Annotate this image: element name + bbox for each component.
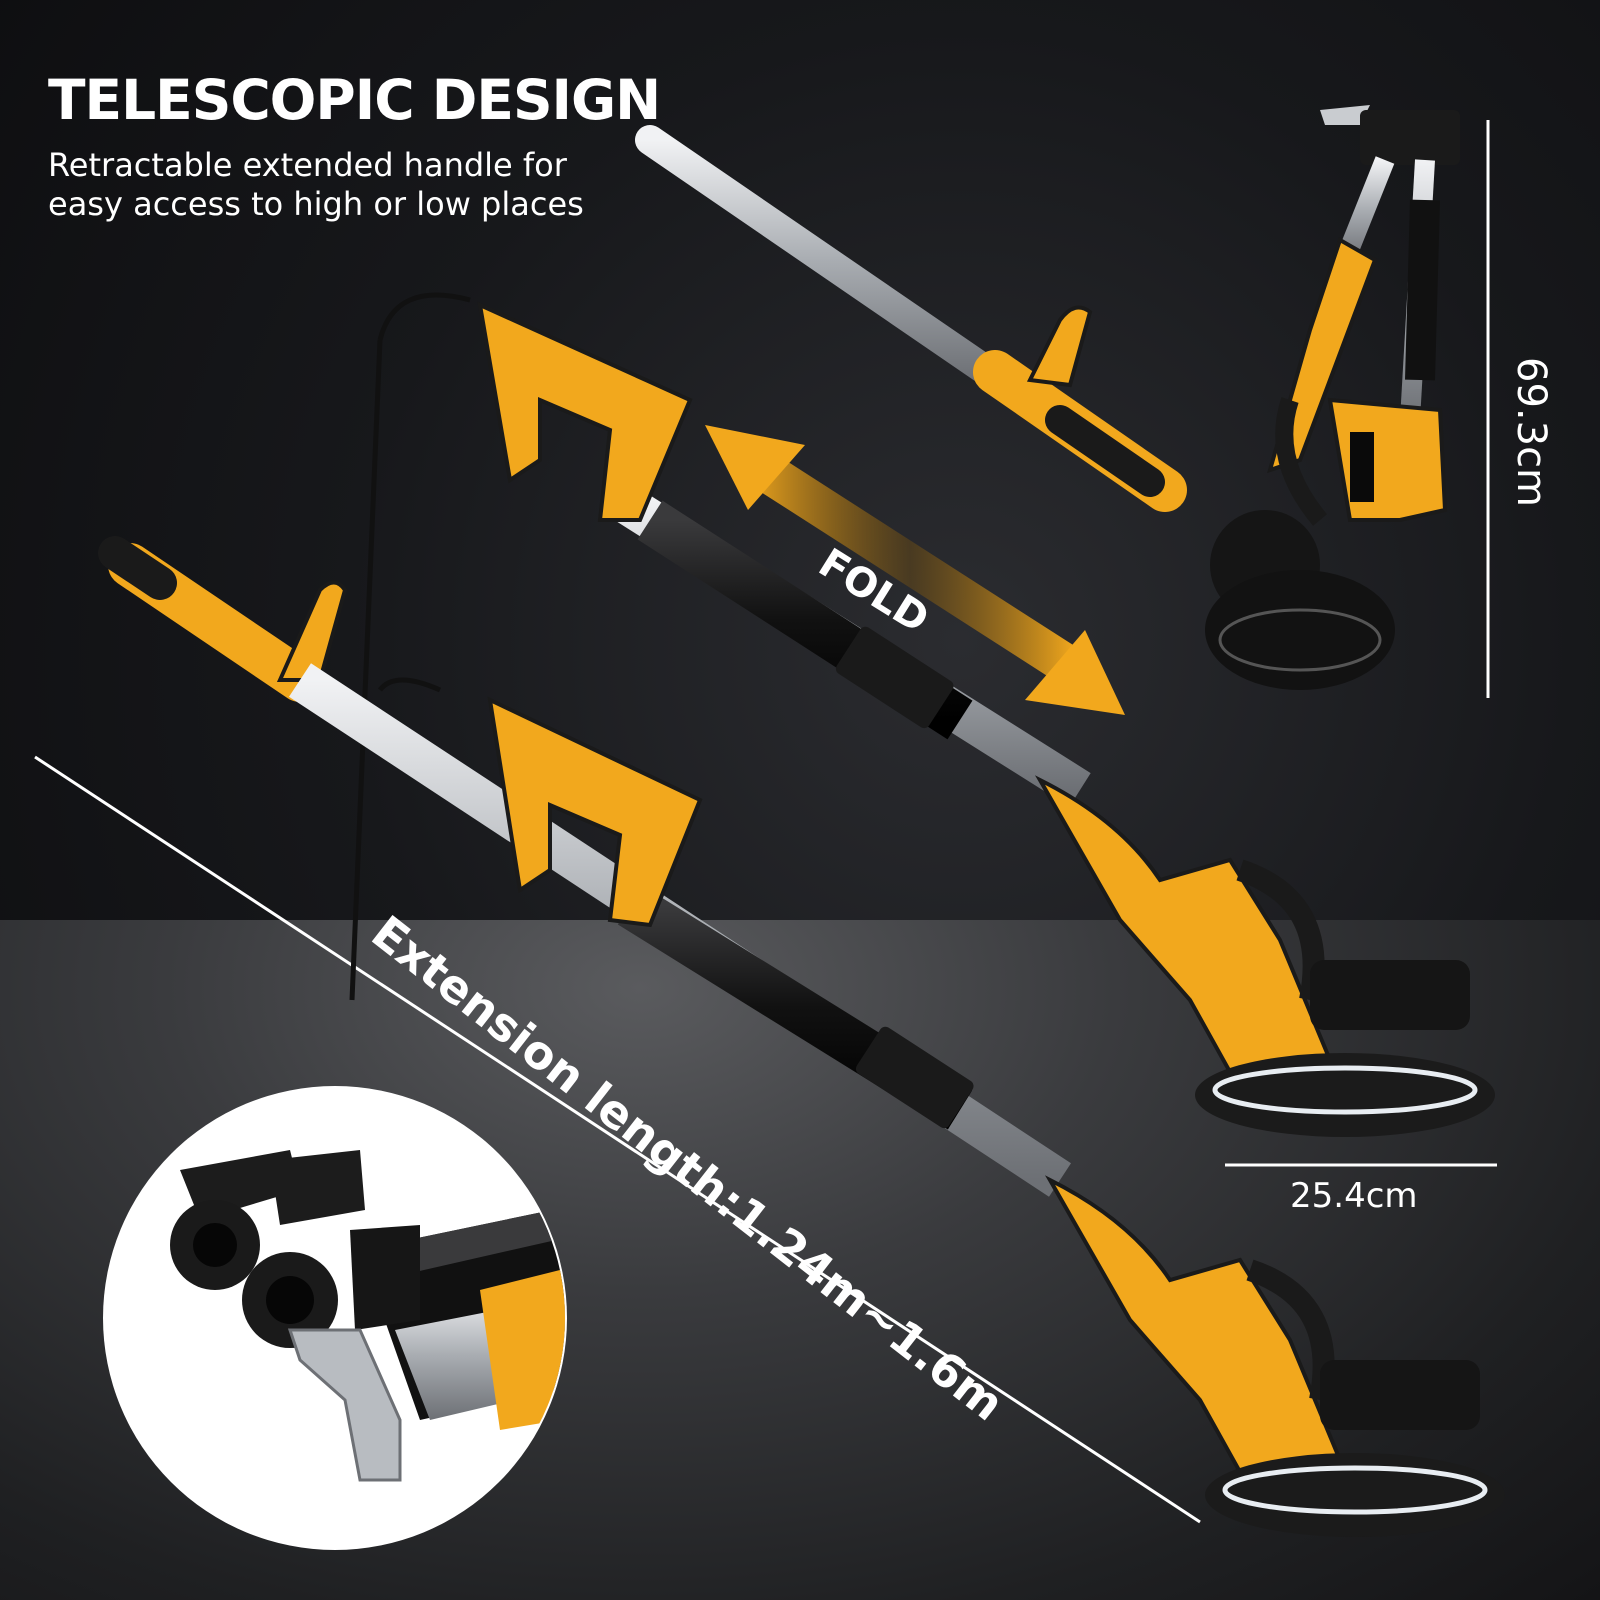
page-subtitle: Retractable extended handle for easy acc… (48, 146, 584, 223)
pad-diameter-label: 25.4cm (1290, 1176, 1418, 1216)
sander-folded (1205, 105, 1460, 690)
fold-arrow (705, 425, 1125, 715)
folded-height-label: 69.3cm (1508, 357, 1554, 508)
sander-middle (349, 292, 1495, 1137)
detached-handle-pole (635, 125, 1187, 512)
sander-lower (98, 536, 1505, 1537)
clamp-detail-inset (103, 1086, 567, 1550)
page-title: TELESCOPIC DESIGN (48, 68, 661, 132)
extension-dimension-line (34, 755, 1201, 1524)
